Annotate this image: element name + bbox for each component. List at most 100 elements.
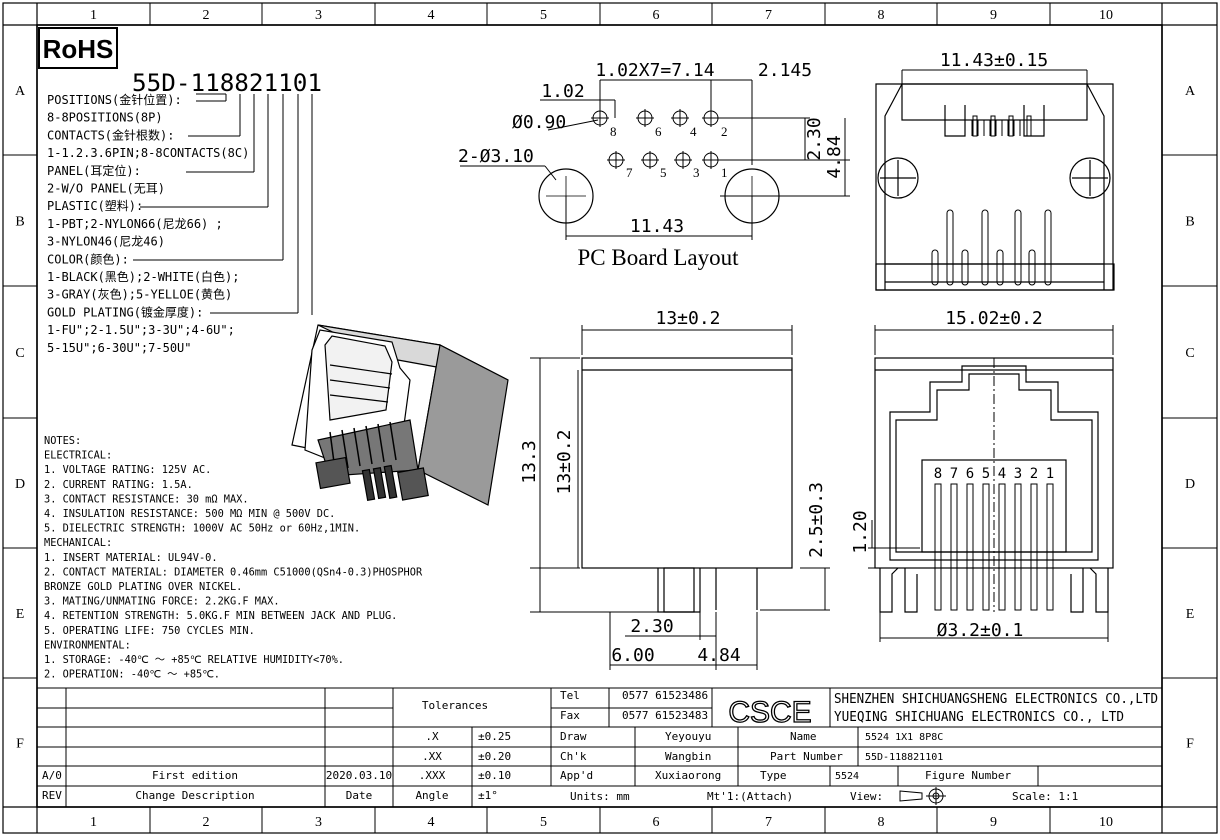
mounting-post-hole-left bbox=[538, 168, 594, 224]
dim-front-width: 15.02±0.2 bbox=[945, 308, 1043, 329]
grid-column-label-bottom: 7 bbox=[765, 815, 772, 830]
rear-pin-long bbox=[946, 209, 954, 286]
grid-column-label-bottom: 1 bbox=[90, 815, 97, 830]
grid-column-label-bottom: 5 bbox=[540, 815, 547, 830]
grid-column-label-top: 2 bbox=[203, 8, 210, 23]
approve-value: Xuxiaorong bbox=[655, 769, 721, 782]
pcb-pin-number: 6 bbox=[655, 124, 662, 139]
dim-height: 4.84 bbox=[824, 135, 845, 178]
grid-row-label-left: C bbox=[15, 346, 24, 361]
note-line: ELECTRICAL: bbox=[44, 450, 112, 462]
revision-description: First edition bbox=[152, 769, 238, 782]
pcb-pin-hole bbox=[641, 151, 659, 169]
units: Units: mm bbox=[570, 790, 630, 803]
dim-right: 2.145 bbox=[758, 60, 812, 81]
front-pin-number: 1 bbox=[1046, 466, 1054, 482]
figure-number-label: Figure Number bbox=[925, 769, 1011, 782]
csce-logo: CSCE bbox=[728, 696, 811, 729]
code-legend-line: 3-GRAY(灰色);5-YELLOE(黄色) bbox=[47, 288, 232, 302]
note-line: 2. CONTACT MATERIAL: DIAMETER 0.46mm C51… bbox=[44, 566, 423, 578]
grid-column-label-top: 3 bbox=[315, 8, 322, 23]
front-contact bbox=[982, 483, 990, 611]
pcb-title: PC Board Layout bbox=[578, 245, 740, 270]
projection-symbol-icon bbox=[899, 787, 946, 805]
company-name-2: YUEQING SHICHUANG ELECTRONICS CO., LTD bbox=[834, 710, 1124, 725]
rear-slot-rib bbox=[990, 115, 996, 137]
rev-header: REV bbox=[42, 789, 62, 802]
note-line: 3. MATING/UNMATING FORCE: 2.2KG.F MAX. bbox=[44, 596, 280, 608]
front-contact bbox=[966, 483, 974, 611]
grid-ticks bbox=[3, 3, 1217, 833]
pcb-pin-number: 5 bbox=[660, 165, 667, 180]
rear-pin-short bbox=[1028, 249, 1036, 286]
grid-row-label-left: D bbox=[15, 477, 25, 492]
title-block: Tolerances .X±0.25.XX±0.20.XXX±0.10Angle… bbox=[37, 687, 1162, 807]
pcb-pin-number: 1 bbox=[721, 165, 728, 180]
company-name-1: SHENZHEN SHICHUANGSHENG ELECTRONICS CO.,… bbox=[834, 692, 1158, 707]
rear-slot-rib bbox=[1026, 115, 1032, 137]
note-line: 5. DIELECTRIC STRENGTH: 1000V AC 50Hz or… bbox=[44, 523, 360, 535]
code-legend-line: 1-1.2.3.6PIN;8-8CONTACTS(8C) bbox=[47, 146, 249, 160]
code-legend-line: 1-PBT;2-NYLON66(尼龙66) ; bbox=[47, 217, 223, 231]
revision-date: 2020.03.10 bbox=[326, 769, 392, 782]
name-value: 5524 1X1 8P8C bbox=[865, 732, 943, 743]
tolerance-key: .XX bbox=[422, 750, 442, 763]
rear-pin-long bbox=[981, 209, 989, 286]
grid-column-label-bottom: 8 bbox=[878, 815, 885, 830]
code-legend-line: COLOR(颜色): bbox=[47, 251, 129, 266]
code-legend-line: 8-8POSITIONS(8P) bbox=[47, 111, 163, 125]
pcb-pin-number: 8 bbox=[610, 124, 617, 139]
front-pin-number: 4 bbox=[998, 466, 1006, 482]
grid-row-label-right: D bbox=[1185, 477, 1195, 492]
code-leaders bbox=[133, 93, 313, 315]
dim-row: 2.30 bbox=[804, 117, 825, 160]
note-line: NOTES: bbox=[44, 435, 81, 447]
tel-label: Tel bbox=[560, 689, 580, 702]
part-code: 55D-118821101 bbox=[132, 69, 322, 97]
tolerance-key: Angle bbox=[415, 789, 448, 802]
tolerance-value: ±0.10 bbox=[478, 769, 511, 782]
grid-column-label-top: 8 bbox=[878, 8, 885, 23]
front-pin-number: 5 bbox=[982, 466, 990, 482]
dim-side-width: 13±0.2 bbox=[655, 308, 720, 329]
part-number-value: 55D-118821101 bbox=[865, 752, 943, 763]
grid-row-label-right: B bbox=[1185, 215, 1194, 230]
code-legend-line: 5-15U";6-30U";7-50U" bbox=[47, 341, 192, 355]
dim-pitch: 1.02X7=7.14 bbox=[595, 60, 714, 81]
grid-row-label-right: E bbox=[1186, 607, 1195, 622]
dim-post: 2-Ø3.10 bbox=[458, 146, 534, 167]
code-legend-line: 2-W/O PANEL(无耳) bbox=[47, 182, 165, 196]
rohs-box bbox=[38, 27, 118, 69]
code-legend-line: 3-NYLON46(尼龙46) bbox=[47, 235, 165, 249]
code-legend-line: 1-BLACK(黑色);2-WHITE(白色); bbox=[47, 269, 240, 284]
note-line: 1. INSERT MATERIAL: UL94V-0. bbox=[44, 552, 218, 564]
pcb-pin-hole bbox=[671, 109, 689, 127]
dim-side-pin: 2.5±0.3 bbox=[806, 482, 827, 558]
note-line: MECHANICAL: bbox=[44, 537, 112, 549]
name-label: Name bbox=[790, 730, 817, 743]
dim-span: 11.43 bbox=[630, 216, 684, 237]
note-line: 3. CONTACT RESISTANCE: 30 mΩ MAX. bbox=[44, 493, 249, 505]
draw-value: Yeyouyu bbox=[665, 730, 711, 743]
grid-column-label-bottom: 4 bbox=[428, 815, 435, 830]
rear-view: 11.43±0.15 bbox=[875, 50, 1115, 291]
dim-side-c: 4.84 bbox=[697, 645, 740, 666]
grid-column-label-top: 6 bbox=[653, 8, 660, 23]
dim-side-total: 13.3 bbox=[519, 440, 540, 483]
grid-column-label-top: 4 bbox=[428, 8, 435, 23]
rear-pin-short bbox=[931, 249, 939, 286]
fax-value: 0577 61523483 bbox=[622, 709, 708, 722]
code-legend-line: POSITIONS(金针位置): bbox=[47, 92, 182, 107]
front-pin-number: 7 bbox=[950, 466, 958, 482]
grid-column-label-bottom: 9 bbox=[990, 815, 997, 830]
dim-front-small: 1.20 bbox=[850, 510, 871, 553]
rear-slot-rib bbox=[972, 115, 978, 137]
revision-code: A/0 bbox=[42, 769, 62, 782]
pcb-pin-hole bbox=[591, 109, 609, 127]
grid-row-label-right: C bbox=[1185, 346, 1194, 361]
grid-column-label-bottom: 6 bbox=[653, 815, 660, 830]
check-label: Ch'k bbox=[560, 750, 587, 763]
pcb-pin-hole bbox=[702, 109, 720, 127]
rear-slot-rib bbox=[1008, 115, 1014, 137]
